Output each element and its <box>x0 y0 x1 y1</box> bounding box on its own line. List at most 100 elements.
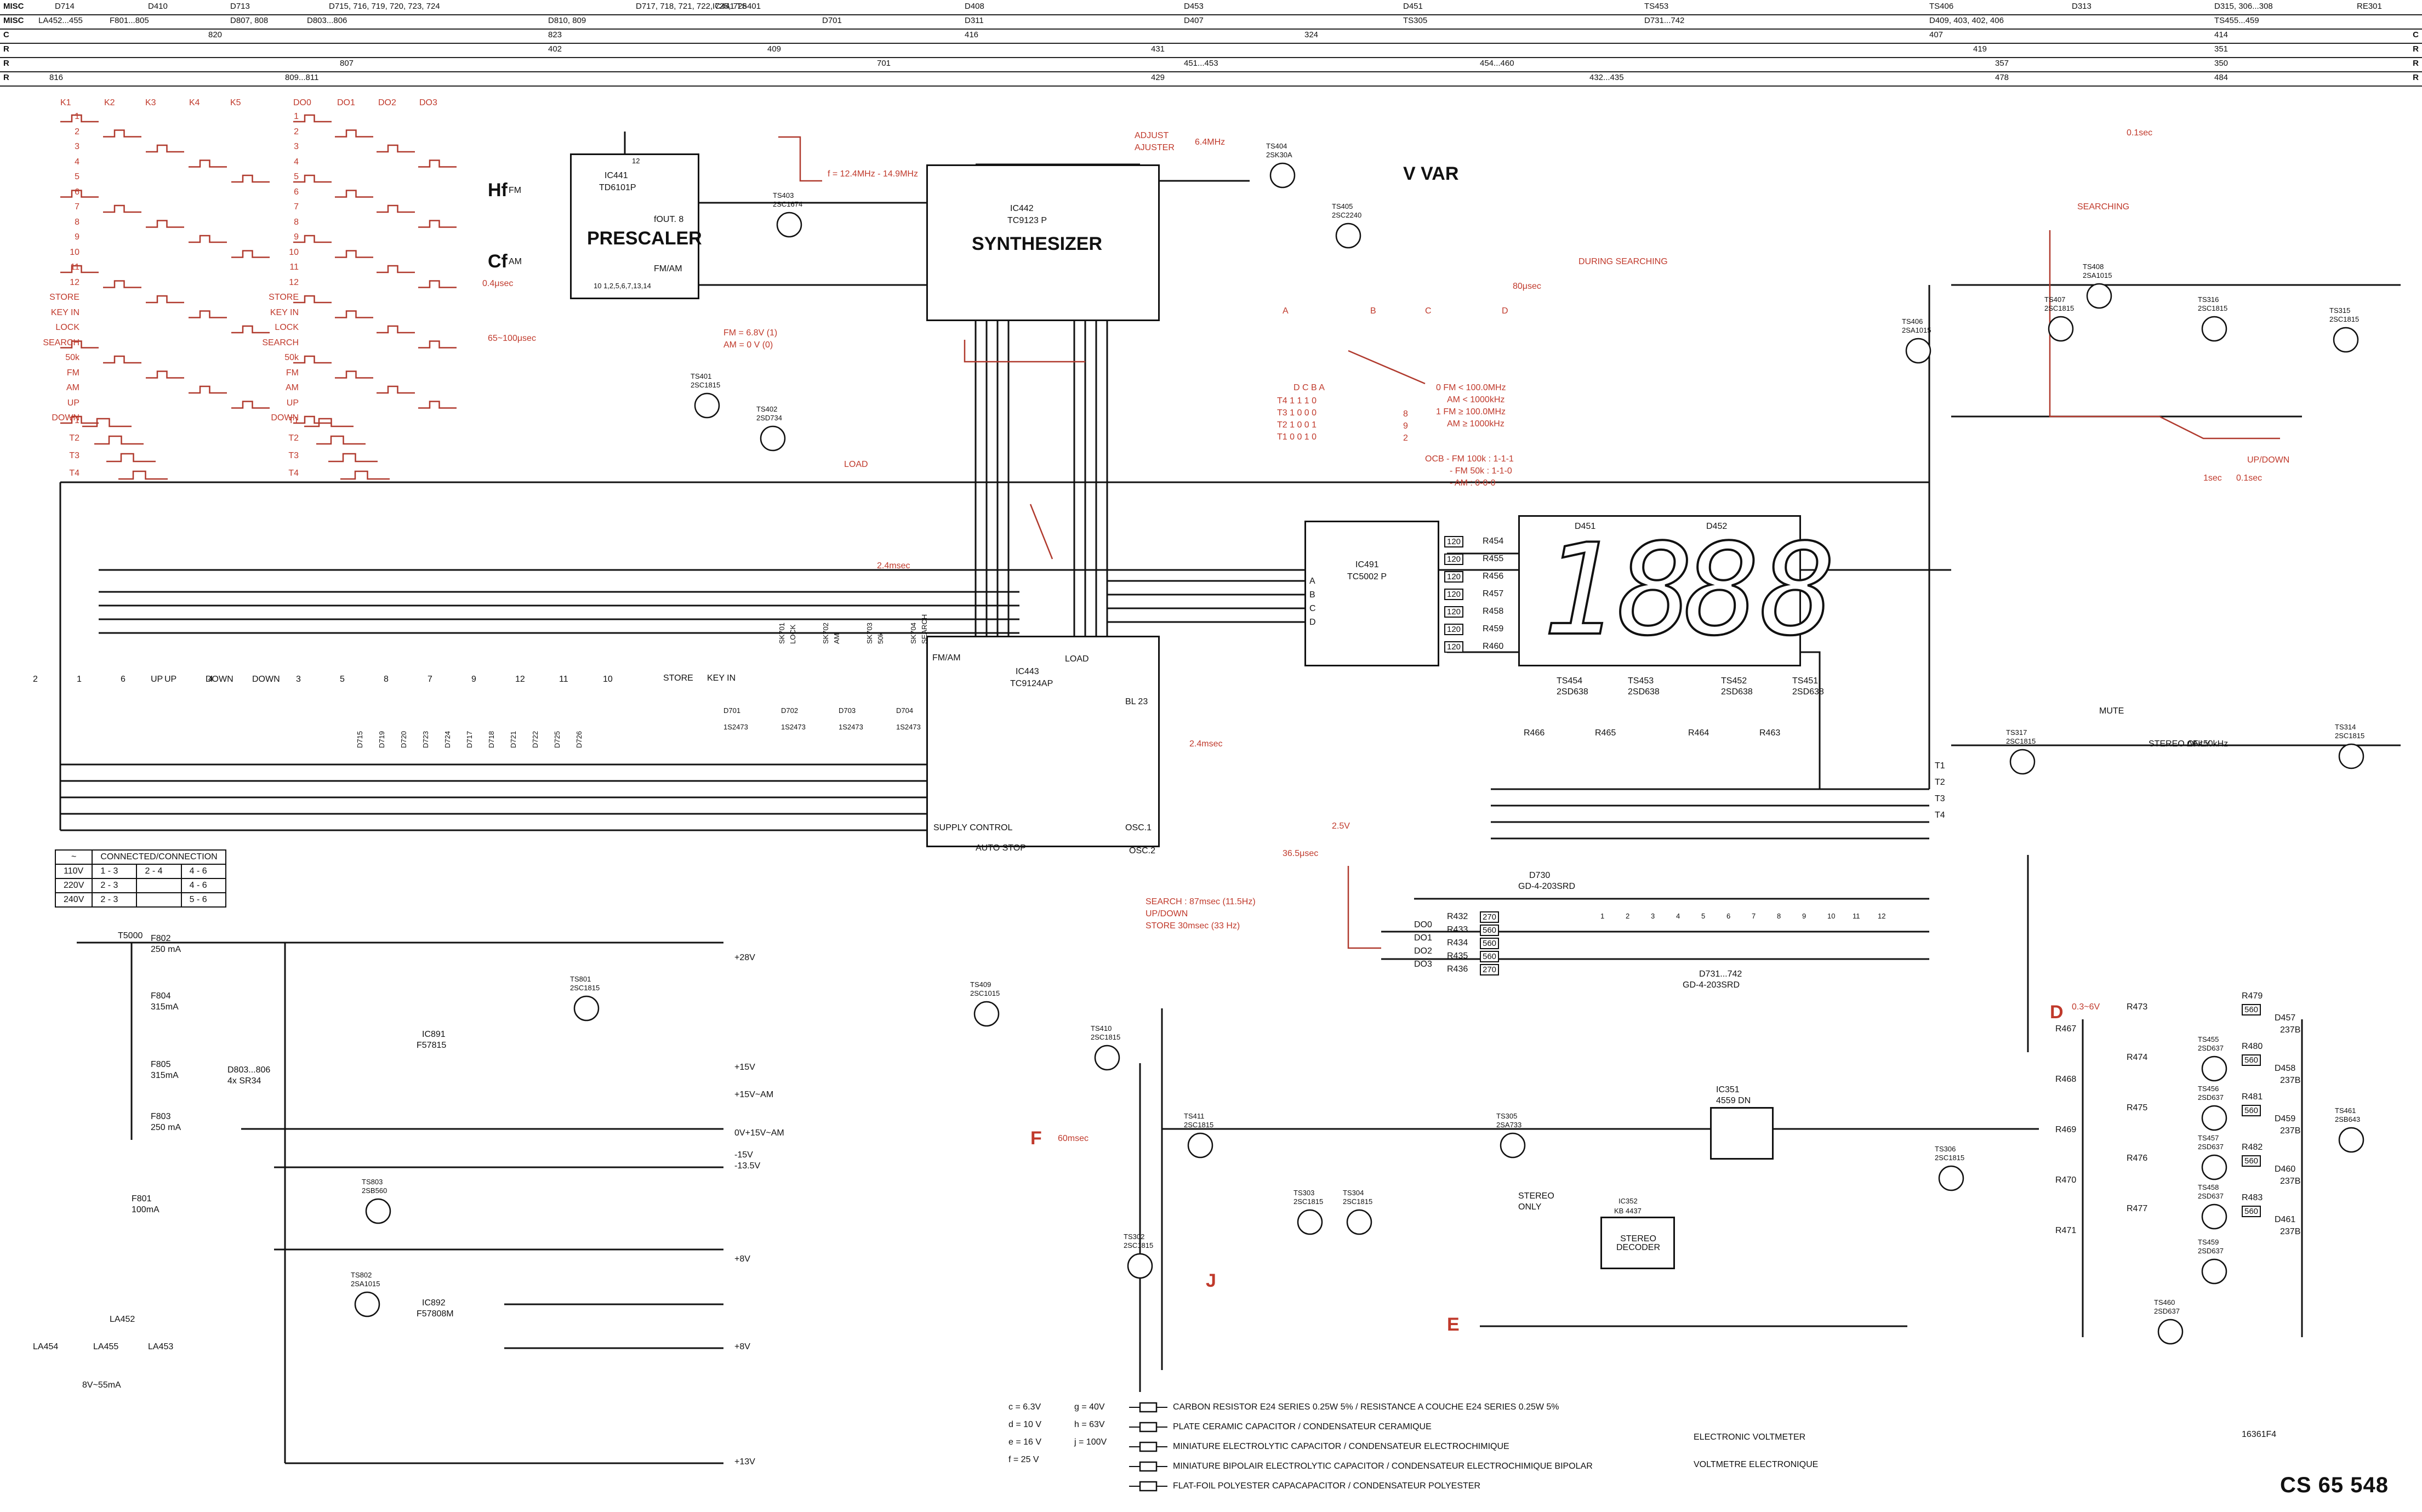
ref-row: R R 402 409 431 419 351 <box>0 43 2422 58</box>
supply-rail-label: +8V <box>734 1254 750 1264</box>
prescaler-fmam: FM/AM <box>654 264 682 273</box>
ocb-line: - AM : 0-0-0 <box>1450 478 1496 488</box>
node-j-label: J <box>1206 1270 1216 1291</box>
fuse-ref: F805 <box>151 1060 171 1069</box>
timing-pulse <box>189 385 227 394</box>
key-row-label: 50k <box>65 353 79 362</box>
matrix-diode-ref: D725 <box>553 731 561 748</box>
prescaler-part: TD6101P <box>599 183 636 192</box>
led-bar-number: 3 <box>1651 912 1655 920</box>
timing-pulse <box>335 310 373 318</box>
prescaler-pin-12: 12 <box>632 157 640 165</box>
frequency-display: D451 D452 18 88 <box>1518 515 1837 666</box>
led-resistor-ref: R433 <box>1447 925 1468 934</box>
timing-pulse <box>418 340 457 349</box>
matrix-diode-ref: D719 <box>378 731 386 748</box>
transistor-part: 2SA1015 <box>351 1280 380 1288</box>
during-search-label: DURING SEARCHING <box>1578 257 1668 266</box>
transistor-ref: TS406 <box>1902 317 1923 326</box>
transistor-ref: TS315 <box>2329 306 2351 315</box>
supply-rail-label: +15V <box>734 1063 755 1072</box>
meter-led-ref: D459 <box>2275 1114 2296 1123</box>
ref-cell: TS453 <box>1644 2 1669 11</box>
fuse-rating: 315mA <box>151 1002 179 1012</box>
key-row-label: SEARCH <box>262 338 299 347</box>
mains-table-row: 220V 2 - 3 4 - 6 <box>54 878 226 893</box>
bcd-note: 8 <box>1403 409 1408 419</box>
ic491-input-d: D <box>1309 618 1316 627</box>
ref-cell: F801...805 <box>110 16 149 25</box>
ref-row-tag: R <box>3 73 9 82</box>
up-key-label[interactable]: UP <box>151 675 163 684</box>
cap-voltage-code: e = 16 V <box>1008 1437 1042 1447</box>
timing-pulse <box>377 204 415 213</box>
bcd-row: T1 0 0 1 0 <box>1277 432 1317 442</box>
transistor-symbol <box>2201 1203 2227 1230</box>
ic352-block: IC352 KB 4437 STEREO DECODER <box>1600 1197 1675 1269</box>
node-d-range: 0.3~6V <box>2072 1002 2100 1012</box>
mains-table-cell: 240V <box>54 892 93 908</box>
key-switch-ref: SK702 <box>822 622 830 644</box>
transistor-part: 2SC1815 <box>1293 1197 1324 1206</box>
ic443-ref: IC443 <box>1016 667 1039 676</box>
transistor-ref: TS411 <box>1184 1112 1205 1120</box>
key-in-label[interactable]: KEY IN <box>707 674 736 683</box>
ref-row: MISC LA452...455 F801...805 D807, 808 D8… <box>0 14 2422 30</box>
key-diode-part: 1S2473 <box>896 723 921 731</box>
transistor-symbol <box>1938 1165 1964 1191</box>
ocb-line: OCB - FM 100k : 1-1-1 <box>1425 454 1514 464</box>
matrix-diode-ref: D721 <box>509 731 517 748</box>
down-key-label[interactable]: DOWN <box>206 675 233 684</box>
segment-resistor-ref: R455 <box>1483 554 1504 563</box>
segment-resistor-value: 120 <box>1444 606 1464 618</box>
transistor-symbol <box>1269 162 1296 189</box>
ref-cell: TS305 <box>1403 16 1428 25</box>
timing-pulse <box>293 114 332 123</box>
key-row-label: 2 <box>294 127 299 136</box>
transistor-part: 2SA1015 <box>2083 271 2112 279</box>
timing-pulse <box>103 280 141 288</box>
ref-row: C C 820 823 416 324 407 414 <box>0 28 2422 44</box>
mains-table-cell <box>136 892 182 908</box>
transistor-part: 2SC1674 <box>773 200 803 208</box>
supply-rail-label: -15V <box>734 1150 753 1160</box>
legend-symbol <box>1139 1461 1158 1472</box>
prescaler-fout: fOUT. 8 <box>654 215 684 224</box>
timing-row-label: T4 <box>69 469 79 478</box>
meter-led-resistor-ref: R483 <box>2242 1193 2263 1202</box>
ref-cell: LA452...455 <box>38 16 83 25</box>
mains-table-cell: 5 - 6 <box>180 892 226 908</box>
supply-rail-label: -13.5V <box>734 1161 761 1171</box>
bcd-note: 9 <box>1403 421 1408 431</box>
searching-label: SEARCHING <box>2077 202 2130 212</box>
transistor-symbol <box>2201 1154 2227 1180</box>
key-number: 4 <box>208 675 213 684</box>
segment-resistor-ref: R456 <box>1483 572 1504 581</box>
transistor-symbol <box>760 425 786 452</box>
osc-freq-label: 6.4MHz <box>1195 138 1226 147</box>
led-resistor-value: 560 <box>1480 938 1500 949</box>
transistor-part: 2SB560 <box>362 1186 387 1195</box>
one-sec-label: 1sec <box>2203 473 2222 483</box>
display-driver-part: 2SD638 <box>1557 687 1588 697</box>
transistor-symbol <box>2201 316 2227 342</box>
ic443-bl: BL 23 <box>1125 697 1148 706</box>
transistor-ref: TS316 <box>2198 295 2219 304</box>
mains-table-cell: ~ <box>54 849 93 865</box>
transistor-ref: TS305 <box>1496 1112 1518 1120</box>
display-driver-part: 2SD638 <box>1721 687 1753 697</box>
key-row-label: 10 <box>289 247 299 257</box>
meter-legend: ELECTRONIC VOLTMETER <box>1694 1433 1806 1442</box>
adjust-fr-label: AJUSTER <box>1135 143 1175 152</box>
timing-pulse <box>293 235 332 243</box>
transistor-part: 2SD637 <box>2198 1192 2224 1200</box>
hf-input-label: Hf <box>488 180 508 201</box>
am-input-sub: AM <box>509 257 522 266</box>
bcd-note: 1 FM ≥ 100.0MHz <box>1436 407 1506 416</box>
ref-cell: 419 <box>1973 44 1987 54</box>
store-key-label[interactable]: STORE <box>663 674 693 683</box>
bcd-row: T4 1 1 1 0 <box>1277 396 1317 406</box>
bcd-legend-a: A <box>1283 306 1289 316</box>
ref-cell: 429 <box>1151 73 1165 82</box>
